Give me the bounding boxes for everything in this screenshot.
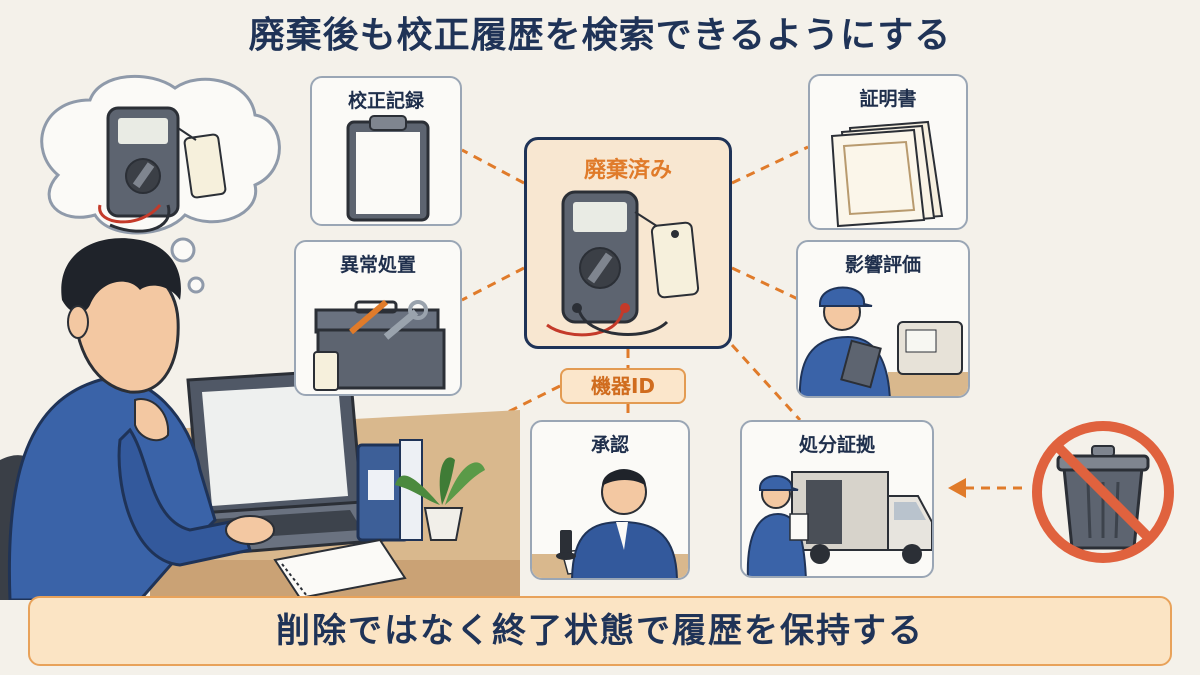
card-anomaly-handling: 異常処置 <box>294 240 462 396</box>
worker-figure <box>7 238 275 600</box>
connector-certificate <box>731 145 809 185</box>
card-impact-assessment: 影響評価 <box>796 240 970 398</box>
multimeter-icon <box>546 190 700 337</box>
card-disposed-device: 廃棄済み <box>524 137 732 349</box>
card-calibration-record: 校正記録 <box>310 76 462 226</box>
worker-desk-scene <box>0 74 520 600</box>
card-disposal-evidence: 処分証拠 <box>740 420 934 578</box>
arrow-from-trash-icon <box>948 478 966 498</box>
notebook-icon <box>273 538 407 600</box>
equipment-id-tag: 機器ID <box>560 368 686 404</box>
bottom-banner: 削除ではなく終了状態で履歴を保持する <box>28 596 1172 666</box>
toolbox-icon <box>313 299 446 391</box>
card-approval: 承認 <box>530 420 690 580</box>
inspector-icon <box>798 286 968 396</box>
card-label-certificate: 証明書 <box>859 88 917 110</box>
card-label-approval: 承認 <box>590 434 629 456</box>
connector-anomaly <box>461 266 525 302</box>
card-certificate: 証明書 <box>808 74 968 230</box>
disposal-truck-icon <box>746 471 932 576</box>
plant-icon <box>395 457 485 541</box>
clipboard-icon <box>346 115 430 222</box>
connector-disposal <box>730 343 802 422</box>
disposed-label: 廃棄済み <box>583 158 672 183</box>
no-trash-icon <box>1032 421 1174 563</box>
card-label-disposal-evidence: 処分証拠 <box>798 434 875 456</box>
card-label-impact-assessment: 影響評価 <box>844 254 921 276</box>
connector-impact <box>731 266 801 302</box>
card-label-anomaly-handling: 異常処置 <box>339 254 416 276</box>
certificate-stack-icon <box>830 120 944 228</box>
page-title: 廃棄後も校正履歴を検索できるようにする <box>248 15 952 56</box>
thought-multimeter-icon <box>98 106 227 233</box>
approver-stamp-icon <box>532 469 688 578</box>
connector-calibration <box>461 148 525 185</box>
card-label-calibration-record: 校正記録 <box>347 90 424 112</box>
